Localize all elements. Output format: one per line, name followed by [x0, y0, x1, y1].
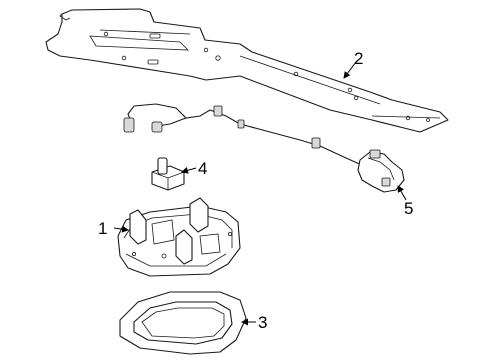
leader-2 — [343, 61, 357, 79]
leader-5 — [397, 185, 407, 201]
part-4-clip — [151, 157, 185, 191]
leader-4 — [181, 166, 197, 174]
wiring-harness — [123, 103, 365, 167]
callout-4: 4 — [198, 159, 207, 178]
part-2-bracket-plate — [45, 8, 449, 133]
leader-lines — [113, 61, 407, 326]
part-5-connector — [357, 149, 405, 193]
part-3-trim-bezel — [119, 291, 247, 355]
callout-5: 5 — [404, 199, 413, 218]
callout-2: 2 — [354, 49, 363, 68]
callout-3: 3 — [258, 313, 267, 332]
callout-1: 1 — [98, 219, 107, 238]
leader-1 — [113, 225, 129, 233]
part-1-console-housing — [117, 197, 241, 277]
